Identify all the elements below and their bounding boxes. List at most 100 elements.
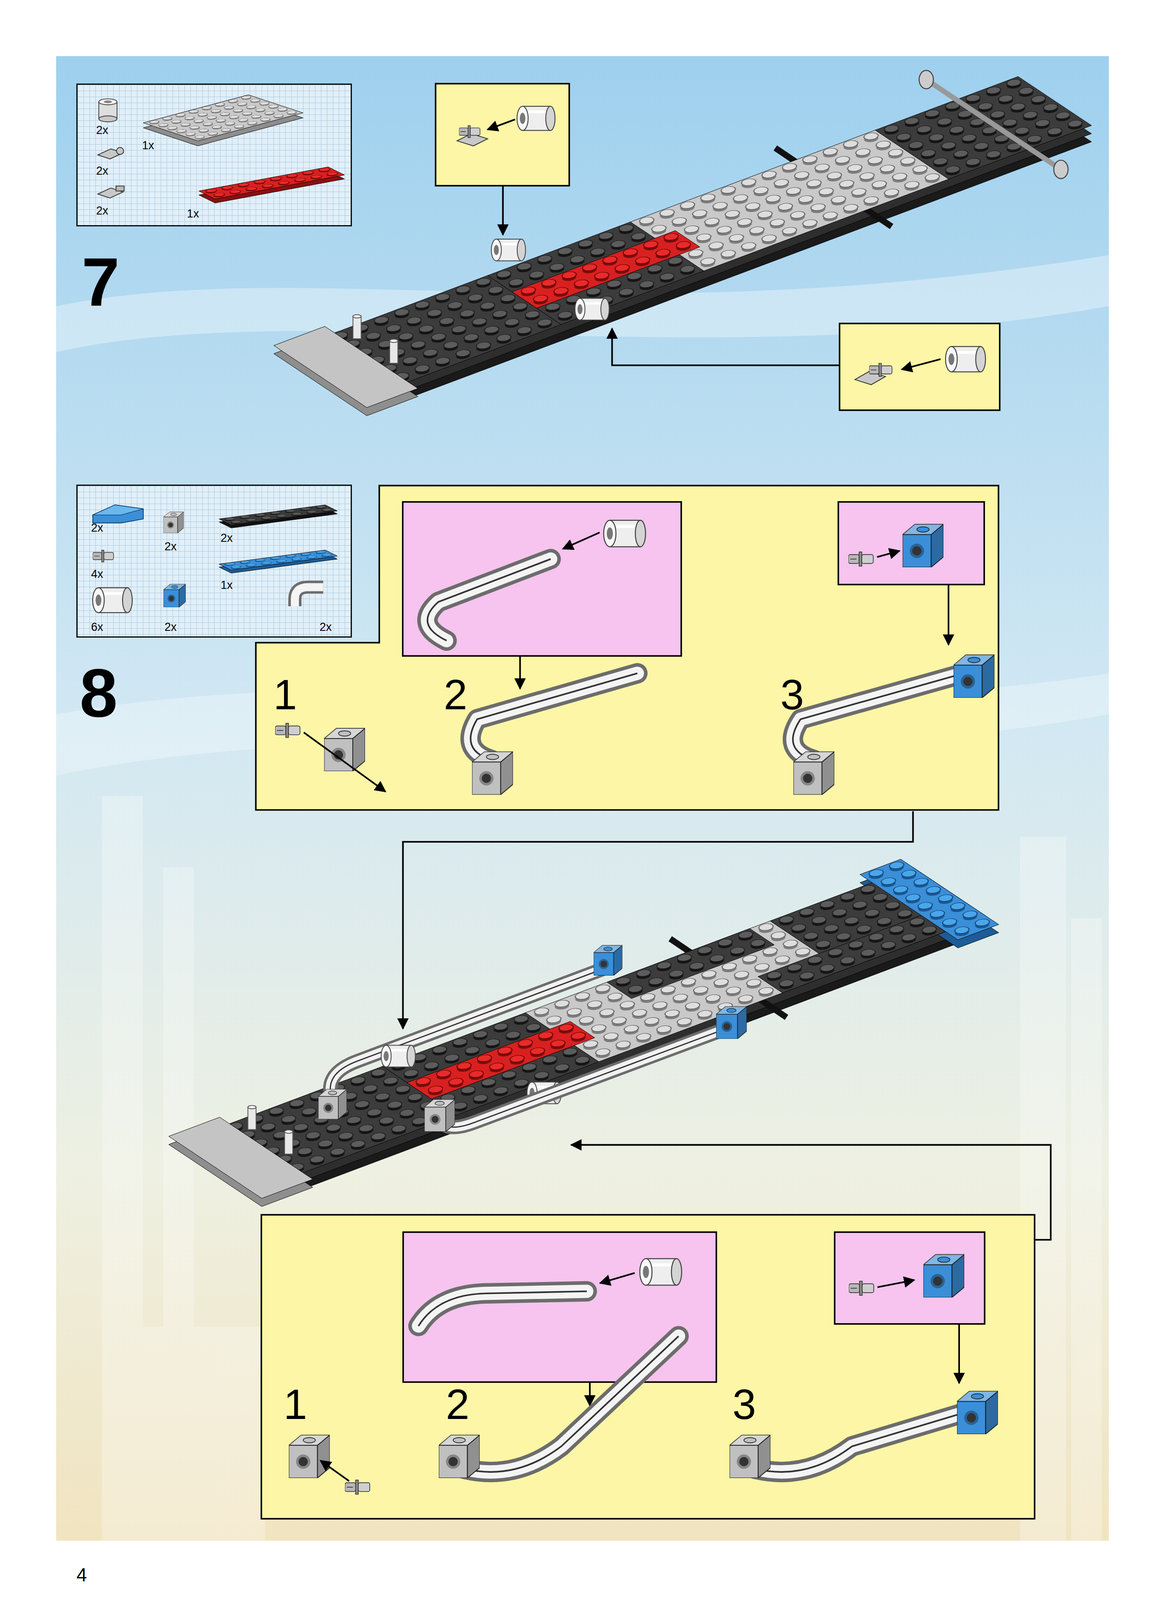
illustration-part xyxy=(834,1232,985,1325)
subassembly-panel: 1 2 3 xyxy=(254,484,1000,812)
illustration-part xyxy=(318,1089,347,1120)
illustration-part xyxy=(491,239,526,261)
illustration-part xyxy=(512,230,701,309)
illustration-part xyxy=(92,504,144,516)
illustration-part xyxy=(464,1336,679,1473)
illustration-part xyxy=(418,1291,587,1327)
illustration-part xyxy=(877,550,900,557)
step-number: 7 xyxy=(81,248,120,317)
illustration-part xyxy=(1071,918,1102,1541)
illustration-part xyxy=(470,673,638,761)
illustration-part xyxy=(166,859,999,1201)
chassis-step8 xyxy=(166,859,999,1209)
illustration-part xyxy=(729,1435,770,1479)
part-quantity: 2x xyxy=(220,532,233,544)
illustration-part xyxy=(256,485,999,810)
illustration-part xyxy=(958,1324,960,1384)
illustration-part xyxy=(324,728,366,772)
illustration-part xyxy=(284,1131,293,1155)
part-quantity: 1x xyxy=(186,208,200,220)
illustration-part xyxy=(330,969,603,1098)
substep-number: 3 xyxy=(780,673,805,716)
illustration-part xyxy=(877,1280,915,1288)
illustration-part xyxy=(163,584,186,608)
illustration-part xyxy=(901,359,941,370)
illustration-part xyxy=(382,1012,599,1116)
illustration-part xyxy=(848,552,874,567)
illustration-part xyxy=(902,524,944,568)
illustration-part xyxy=(122,1326,266,1541)
illustration-part xyxy=(438,1028,727,1127)
illustration-part xyxy=(754,1412,964,1473)
illustration-part xyxy=(166,867,999,1209)
illustration-part xyxy=(163,511,185,533)
illustration-part xyxy=(219,504,338,525)
illustration-part xyxy=(92,587,133,613)
illustration-part xyxy=(344,1480,370,1495)
illustration-part xyxy=(1053,160,1069,179)
illustration-part xyxy=(512,230,701,309)
illustration-part xyxy=(519,655,522,689)
illustration-part xyxy=(389,340,398,364)
illustration-part xyxy=(848,1281,874,1296)
illustration-part xyxy=(116,147,124,155)
illustration-part xyxy=(248,1105,257,1110)
illustration-part xyxy=(603,520,646,547)
illustration-part xyxy=(472,751,514,795)
illustration-part xyxy=(98,98,118,122)
step-number: 8 xyxy=(79,658,118,728)
chassis-step7 xyxy=(273,69,1102,416)
illustration-part xyxy=(381,1045,416,1068)
illustration-part xyxy=(923,1254,964,1298)
illustration-part xyxy=(219,549,338,570)
illustration-part xyxy=(261,1214,1035,1519)
illustration-part xyxy=(198,167,345,200)
illustration-part xyxy=(330,969,603,1098)
illustration-part xyxy=(92,504,144,524)
illustration-part xyxy=(639,1258,682,1286)
illustration-part xyxy=(275,723,301,738)
illustration-part xyxy=(926,79,1062,170)
illustration-part xyxy=(402,1232,717,1383)
illustration-part xyxy=(919,70,934,89)
illustration-part xyxy=(607,928,775,999)
illustration-part xyxy=(198,167,345,200)
illustration-part xyxy=(382,1012,599,1116)
part-quantity: 1x xyxy=(142,139,155,152)
subassembly-illustration xyxy=(260,1213,1036,1521)
illustration-part xyxy=(599,1273,635,1284)
substep-number: 1 xyxy=(273,673,298,716)
illustration-part xyxy=(389,339,398,343)
illustration-part xyxy=(954,655,995,698)
illustration-part xyxy=(758,915,946,994)
illustration-part xyxy=(143,94,304,142)
illustration-part xyxy=(102,795,1102,1541)
illustration-part xyxy=(470,673,638,761)
page-number: 4 xyxy=(76,1565,87,1585)
illustration-part xyxy=(859,859,999,941)
part-quantity: 6x xyxy=(91,621,104,634)
parts-list: 2x1x2x2x1x xyxy=(76,83,352,227)
substep-number: 2 xyxy=(443,673,468,716)
part-quantity: 2x xyxy=(96,124,109,137)
illustration-part xyxy=(273,69,1102,408)
illustration-part xyxy=(219,549,338,570)
illustration-part xyxy=(273,326,419,408)
illustration-part xyxy=(116,186,125,192)
illustration-part xyxy=(793,751,835,795)
illustration-part xyxy=(859,859,999,941)
illustration-part xyxy=(435,83,570,186)
illustration-part xyxy=(464,1336,679,1473)
illustration-part xyxy=(875,76,1092,180)
illustration-part xyxy=(295,587,324,607)
illustration-part xyxy=(92,550,114,563)
illustration-part xyxy=(418,1291,587,1327)
illustration-part xyxy=(563,532,600,549)
part-quantity: 2x xyxy=(164,541,177,553)
illustration-part xyxy=(839,323,1000,411)
illustration-part xyxy=(875,76,1092,180)
illustration-part xyxy=(330,969,603,1098)
illustration-part xyxy=(588,1382,591,1406)
substep-number: 1 xyxy=(283,1383,308,1426)
illustration-part xyxy=(219,504,338,525)
